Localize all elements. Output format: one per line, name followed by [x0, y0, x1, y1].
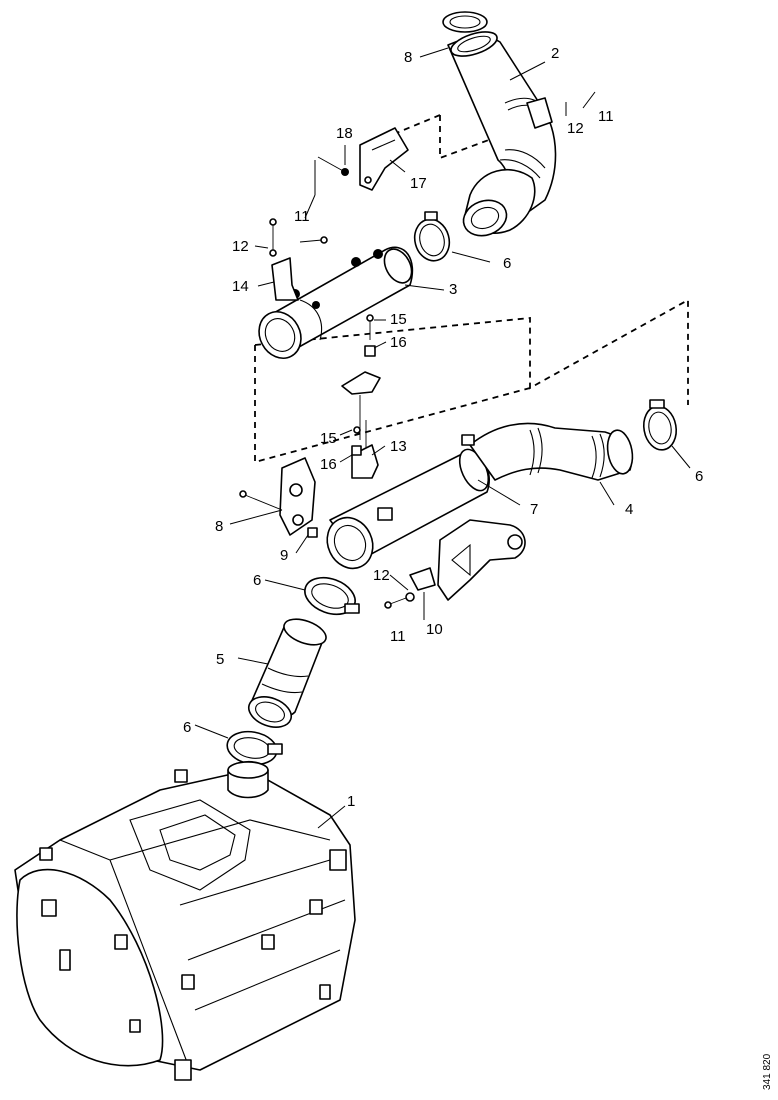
callout-labels: 1 2 3 4 5 6 6 6 6 7 8 8 9 10 11 11 11 12…: [183, 45, 703, 810]
callout-6-right: 6: [695, 468, 703, 485]
part-14-bracket: [269, 218, 328, 301]
callout-5: 5: [216, 651, 224, 668]
figure-id: 341 820: [762, 1053, 773, 1090]
callout-3: 3: [449, 281, 457, 298]
part-7-middle-pipe: [326, 448, 490, 570]
callout-4: 4: [625, 501, 633, 518]
callout-12-left: 12: [232, 238, 249, 255]
callout-11-bottom: 11: [390, 628, 406, 645]
callout-1: 1: [347, 793, 355, 810]
callout-16-lower: 16: [320, 456, 337, 473]
part-2-upper-bend-pipe: [442, 11, 557, 237]
part-16-hanger-bracket: [341, 314, 381, 470]
callout-9: 9: [280, 547, 288, 564]
part-6-clamp-right: [642, 399, 678, 451]
part-13-bracket: [351, 426, 379, 479]
callout-6-middle: 6: [253, 572, 261, 589]
callout-2: 2: [551, 45, 559, 62]
callout-12-top: 12: [567, 120, 584, 137]
callout-7: 7: [530, 501, 538, 518]
part-3-upper-pipe: [258, 246, 414, 359]
part-8-mounting-bracket: [239, 457, 318, 538]
callout-8-top: 8: [404, 49, 412, 66]
callout-13: 13: [390, 438, 407, 455]
callout-10: 10: [426, 621, 443, 638]
callout-11-upper-left: 11: [294, 208, 310, 225]
part-5-short-pipe: [247, 618, 327, 728]
part-17-bracket-upper: [317, 127, 409, 191]
callout-6-upper: 6: [503, 255, 511, 272]
part-10-support-bracket: [384, 519, 526, 609]
callout-15-lower: 15: [320, 430, 337, 447]
assembly-dashed-lines: [254, 114, 689, 464]
callout-11-top: 11: [598, 108, 614, 125]
callout-17: 17: [410, 175, 427, 192]
callout-6-lower: 6: [183, 719, 191, 736]
part-1-aftertreatment-silencer: [14, 760, 356, 1081]
part-4-right-bend-pipe: [461, 422, 634, 481]
callout-8-left: 8: [215, 518, 223, 535]
leader-lines: [194, 47, 691, 829]
callout-18: 18: [336, 125, 353, 142]
callout-16-upper: 16: [390, 334, 407, 351]
callout-15-upper: 15: [390, 311, 407, 328]
part-6-clamp-upper: [413, 211, 451, 262]
callout-12-bottom: 12: [373, 567, 390, 584]
callout-14: 14: [232, 278, 249, 295]
part-6-clamp-middle: [304, 576, 360, 616]
